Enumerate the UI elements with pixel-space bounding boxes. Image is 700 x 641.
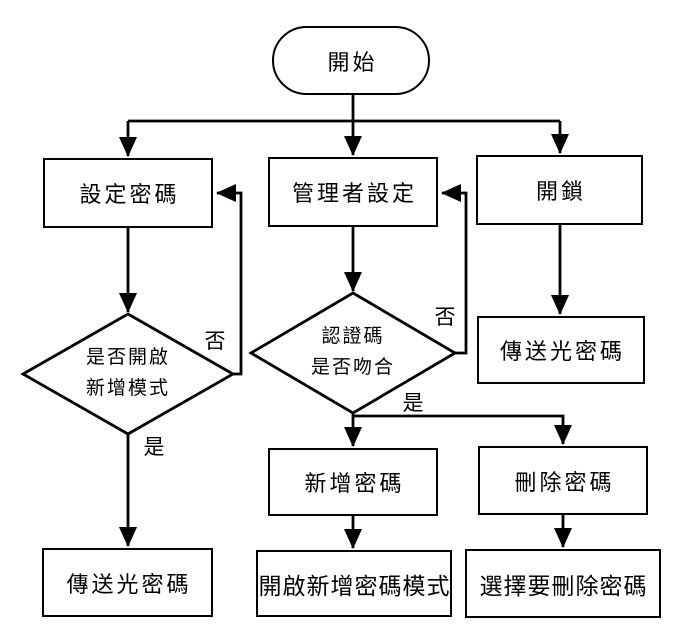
auth-no-label: 否 [434,305,456,329]
auth-decision-line2: 是否吻合 [310,356,396,378]
admin-setup-node: 管理者設定 [268,157,438,227]
auth-yes-label: 是 [402,391,424,415]
new-mode-no-label: 否 [204,329,226,353]
auth-decision-label: 認證碼 是否吻合 [311,321,395,383]
send-light-right-label: 傳送光密碼 [499,340,625,365]
start-label: 開始 [327,50,378,76]
auth-decision-line1: 認證碼 [321,325,385,347]
select-delete-label: 選擇要刪除密碼 [479,573,648,600]
edge-auth-no-loop [441,184,468,355]
add-password-node: 新增密碼 [268,448,438,516]
new-mode-decision-line1: 是否開啟 [85,346,171,368]
delete-password-node: 刪除密碼 [478,446,648,515]
open-add-mode-node: 開啟新增密碼模式 [256,550,452,617]
edge-new-mode-no-loop [216,184,243,376]
admin-setup-label: 管理者設定 [291,182,417,207]
send-light-left-node: 傳送光密碼 [42,548,213,617]
delete-password-label: 刪除密碼 [514,470,615,496]
set-password-node: 設定密碼 [43,158,213,228]
new-mode-decision-label: 是否開啟 新增模式 [86,342,170,404]
new-mode-decision-line2: 新增模式 [85,377,171,399]
open-add-mode-label: 開啟新增密碼模式 [258,573,451,600]
send-light-right-node: 傳送光密碼 [477,316,645,384]
new-mode-yes-label: 是 [143,435,165,459]
send-light-left-label: 傳送光密碼 [66,572,192,598]
add-password-label: 新增密碼 [304,472,405,497]
unlock-label: 開鎖 [535,180,586,205]
select-delete-node: 選擇要刪除密碼 [465,549,661,618]
start-node: 開始 [272,26,430,95]
set-password-label: 設定密碼 [79,183,180,208]
unlock-node: 開鎖 [476,155,643,225]
edge-auth-yes-to-delete-password [353,414,572,445]
